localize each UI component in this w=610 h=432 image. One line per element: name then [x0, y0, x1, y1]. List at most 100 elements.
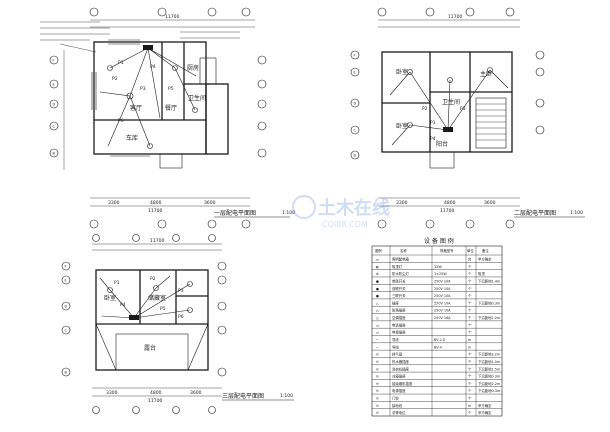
- circuit-label: P3: [140, 86, 146, 92]
- legend-cell: 导线: [392, 337, 399, 342]
- legend-cell: 下沿距地0.3m: [478, 300, 501, 305]
- legend-cell: 个: [468, 381, 472, 386]
- legend-cell: 250V 10A: [434, 301, 451, 305]
- svg-text:P1: P1: [430, 120, 436, 126]
- legend-cell: BV-4: [434, 345, 442, 349]
- svg-text:11700: 11700: [440, 208, 454, 214]
- legend-cell: m: [468, 404, 472, 408]
- legend-cell: 250V 10A: [434, 309, 451, 313]
- svg-text:B: B: [65, 371, 68, 375]
- legend-cell: 个: [468, 278, 472, 283]
- legend-cell: 下沿距地2.2m: [478, 315, 501, 320]
- svg-text:F: F: [53, 59, 55, 63]
- plan-first-floor: 11700 F E D C B: [40, 7, 295, 229]
- dim-overall-top: 11700: [165, 14, 179, 20]
- legend-symbol-icon: ⊖: [376, 353, 379, 357]
- legend-cell: 甲方确定: [478, 403, 492, 408]
- wiring-second-floor: [389, 67, 509, 146]
- circuit-label: P2: [112, 76, 118, 82]
- legend-cell: 个: [468, 315, 472, 320]
- circuit-label: P4: [150, 64, 156, 70]
- legend-cell: 个: [468, 271, 472, 276]
- plan-title: 一层配电平面图: [214, 209, 256, 217]
- svg-text:P6: P6: [178, 314, 184, 320]
- legend-symbol-icon: ⊖: [376, 389, 379, 393]
- legend-cell: 电话插座: [392, 322, 406, 327]
- svg-text:卧室: 卧室: [396, 68, 408, 76]
- circuit-label: P5: [168, 86, 174, 92]
- legend-symbol-icon: ⊖: [376, 397, 379, 401]
- watermark-text: 土木在线: [318, 197, 390, 219]
- legend-cell: 电视插座: [392, 330, 406, 335]
- legend-symbol-icon: △: [376, 309, 379, 313]
- legend-symbol-icon: ⊖: [376, 375, 379, 379]
- svg-text:名称: 名称: [400, 248, 407, 253]
- watermark: 土木在线 COI88.COM: [292, 195, 390, 229]
- svg-text:C: C: [65, 329, 68, 333]
- svg-text:主卧: 主卧: [480, 70, 492, 78]
- legend-cell: 热水器插座: [392, 359, 410, 364]
- legend-cell: 250V 16A: [434, 316, 451, 320]
- axis-left-1: F E D C B: [49, 50, 65, 170]
- legend-cell: 250V 10A: [434, 279, 451, 283]
- svg-text:规格型号: 规格型号: [440, 248, 454, 253]
- legend-cell: 1×25W: [434, 272, 447, 276]
- room-label: 客厅: [130, 104, 142, 112]
- plan-scale: 1:100: [282, 210, 295, 216]
- svg-text:11700: 11700: [148, 208, 162, 214]
- legend-cell: 空调插座: [392, 315, 406, 320]
- legend-cell: 下沿距地2.2m: [478, 352, 501, 357]
- legend-symbol-icon: ●: [376, 287, 379, 291]
- legend-cell: 照明配电箱: [392, 257, 410, 262]
- legend-cell: 防水防尘灯: [392, 271, 410, 276]
- svg-text:E: E: [354, 71, 356, 75]
- legend-cell: 洗衣机插座: [392, 366, 410, 371]
- legend-cell: 下沿距地1.5m: [478, 366, 501, 371]
- svg-text:D: D: [53, 103, 56, 107]
- legend-cell: 个: [468, 300, 472, 305]
- legend-cell: BV-2.5: [434, 338, 445, 342]
- svg-text:1:100: 1:100: [280, 393, 293, 399]
- legend-cell: 个: [468, 322, 472, 327]
- legend-cell: 下沿距地1.4m: [478, 278, 501, 283]
- axis-top-1: [89, 7, 251, 17]
- svg-text:P2: P2: [422, 106, 428, 112]
- legend-cell: 个: [468, 410, 472, 415]
- svg-text:P2: P2: [150, 276, 156, 282]
- svg-text:11700: 11700: [150, 238, 164, 244]
- legend-symbol-icon: ●: [376, 279, 379, 283]
- svg-text:单位: 单位: [467, 248, 474, 253]
- wiring-third-floor: [99, 275, 193, 320]
- legend-cell: 下沿距地0.3m: [478, 374, 501, 379]
- svg-text:4800: 4800: [150, 390, 162, 396]
- room-label: 厨房: [187, 64, 199, 72]
- legend-cell: 防溅插座: [392, 308, 406, 313]
- svg-text:图例: 图例: [375, 248, 382, 253]
- legend-cell: 个: [468, 308, 472, 313]
- legend-cell: 个: [468, 352, 472, 357]
- plan-third-floor: 11700 F E D C B 卧室 储藏室 露台: [61, 234, 294, 414]
- plan-second-floor: 11700 F E D C B 卧室 卧室 主卧 卫生间 阳台: [350, 7, 585, 229]
- svg-text:P3: P3: [178, 288, 184, 294]
- svg-text:C: C: [53, 125, 56, 129]
- svg-text:F: F: [354, 54, 356, 58]
- svg-text:1:100: 1:100: [570, 210, 583, 216]
- legend-cell: 个: [468, 286, 472, 291]
- svg-text:露台: 露台: [144, 344, 156, 352]
- legend-symbol-icon: △: [376, 301, 379, 305]
- svg-text:P1: P1: [114, 280, 120, 286]
- legend-cell: 接地线: [392, 403, 403, 408]
- svg-text:卧室: 卧室: [104, 294, 116, 302]
- svg-text:3600: 3600: [204, 200, 216, 206]
- legend-symbol-icon: ⊖: [376, 382, 379, 386]
- legend-cell: 吸顶灯: [392, 264, 403, 269]
- legend-cell: 个: [468, 264, 472, 269]
- svg-text:P5: P5: [160, 306, 166, 312]
- plan-title: 三层配电平面图: [222, 392, 264, 400]
- legend-symbol-icon: ─: [375, 338, 379, 342]
- wiring-first-floor: [99, 45, 198, 149]
- legend-cell: m: [468, 338, 472, 342]
- legend-symbol-icon: ⊖: [376, 404, 379, 408]
- svg-text:11700: 11700: [448, 14, 462, 20]
